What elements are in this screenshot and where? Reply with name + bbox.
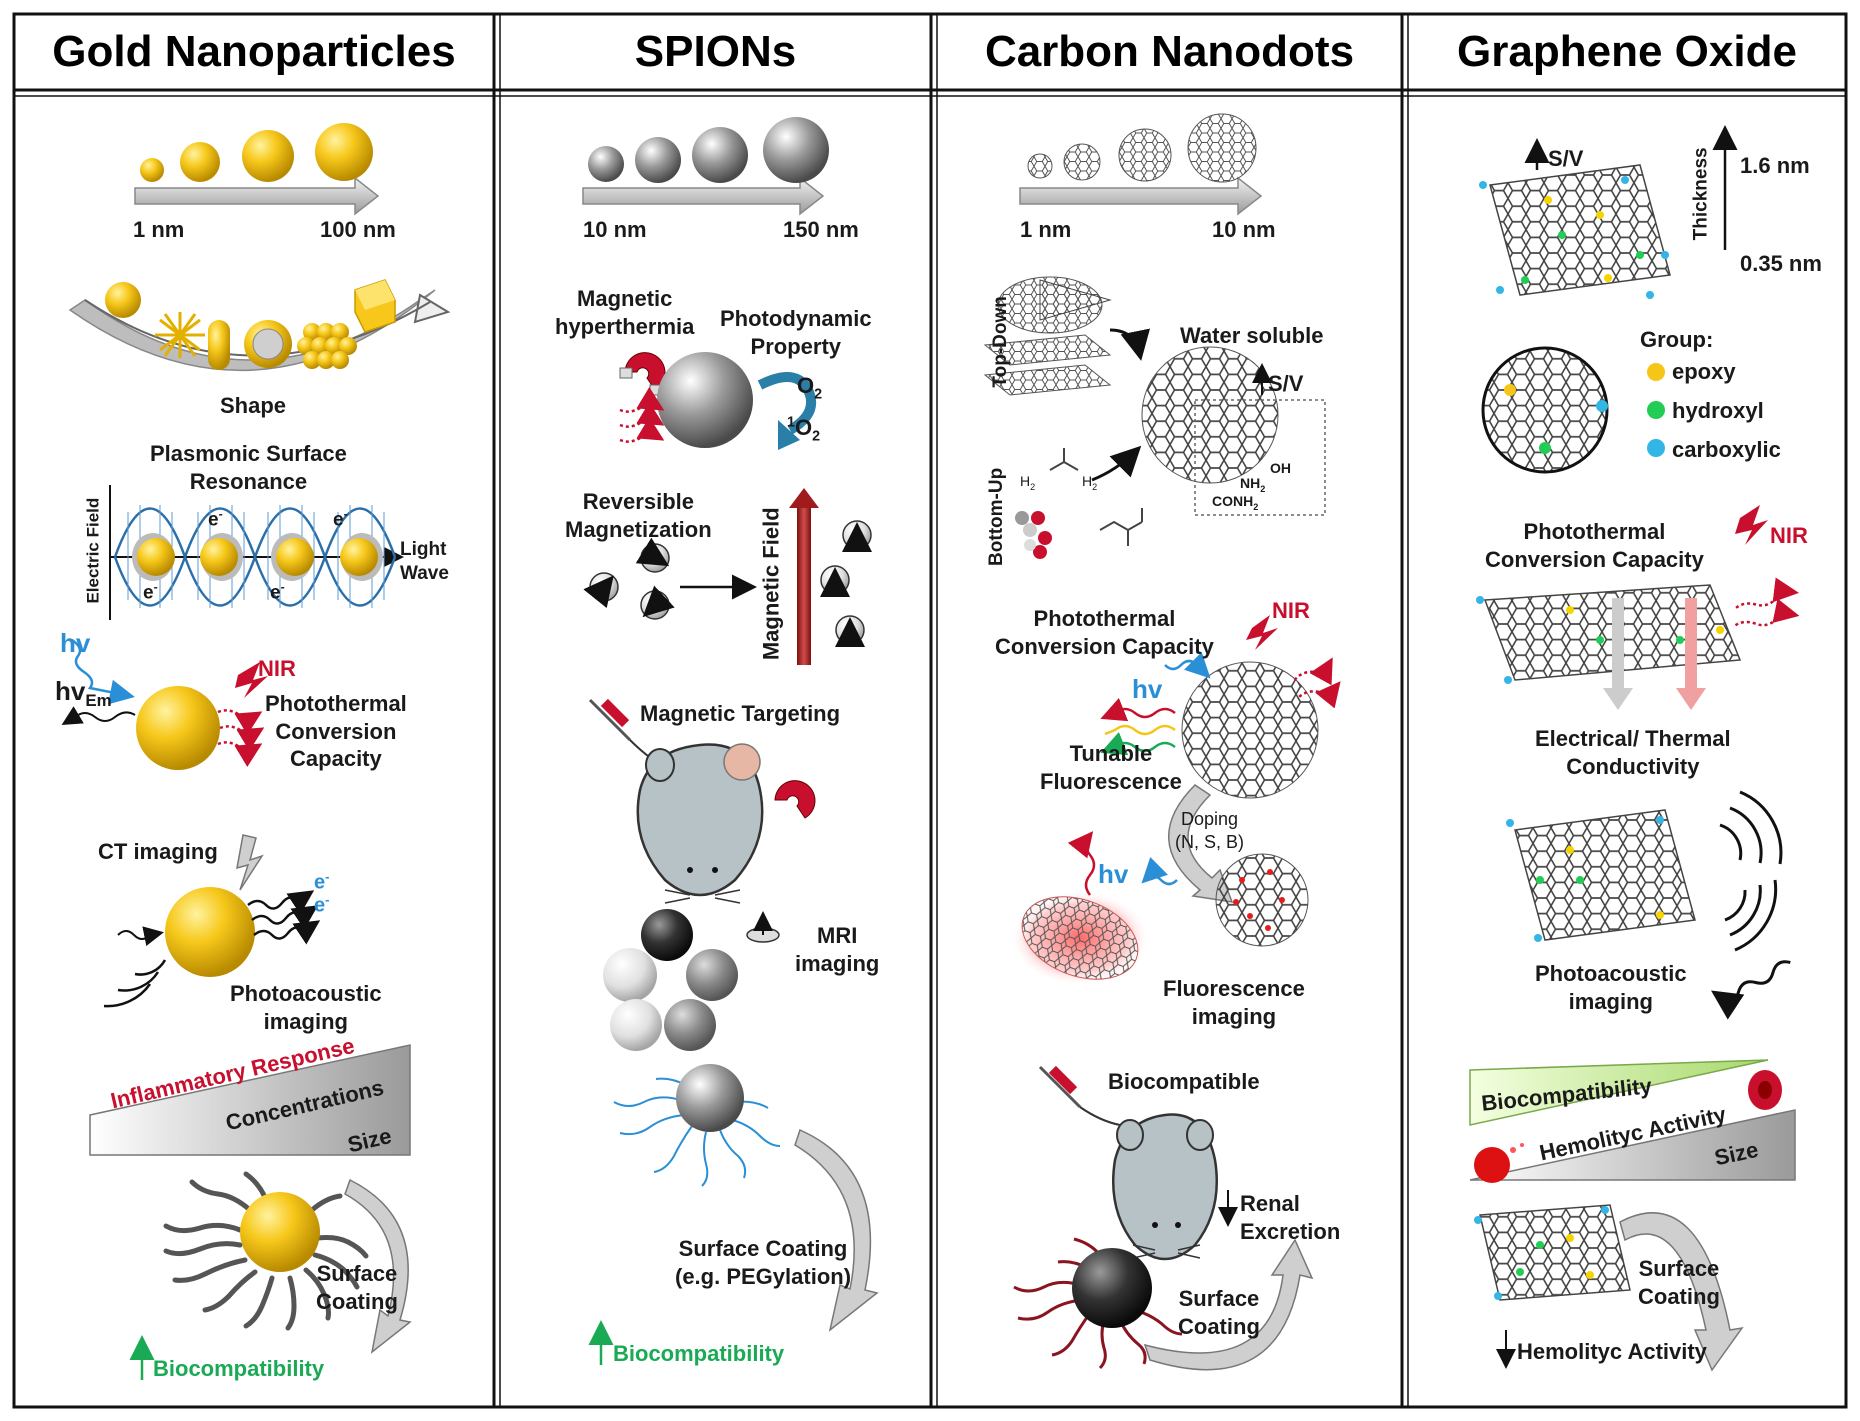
cnd-biocompatible-mouse (1038, 1065, 1238, 1261)
go-thickness-min: 0.35 nm (1740, 251, 1822, 276)
spion-size-max: 150 nm (783, 217, 859, 242)
go-photoacoustic-label: Photoacoustic imaging (1535, 961, 1687, 1014)
cnd-oh-label: OH (1270, 460, 1291, 476)
gold-psr-label: Plasmonic Surface Resonance (150, 441, 347, 494)
cnd-biocompatible-label: Biocompatible (1108, 1069, 1260, 1094)
gold-ct-electrons: e-e- (314, 869, 330, 917)
gold-size-scale (134, 123, 380, 216)
go-group-label: Group: (1640, 327, 1714, 352)
go-surface-coating-label: Surface Coating (1638, 1256, 1720, 1309)
cnd-photothermal (1100, 615, 1341, 947)
gold-wedge (89, 1044, 411, 1156)
cnd-photothermal-label: Photothermal Conversion Capacity (995, 606, 1214, 659)
cnd-top-down-label: Top-Down (989, 296, 1011, 388)
gold-photothermal-label: Photothermal Conversion Capacity (265, 691, 407, 771)
cnd-nir-label: NIR (1272, 598, 1310, 623)
spion-mouse-targeting (588, 698, 816, 904)
gold-electron-4: e- (270, 580, 285, 604)
cnd-synthesis (983, 276, 1326, 559)
spion-surface-coating-label: Surface Coating (e.g. PEGylation) (675, 1236, 852, 1289)
spion-hyperthermia-label: Magnetic hyperthermia (555, 286, 695, 339)
spion-singlet-o2-label: 1O2 (787, 414, 821, 445)
gold-ct-label: CT imaging (98, 839, 218, 864)
gold-nir-label: NIR (258, 656, 296, 681)
go-hydroxyl-label: hydroxyl (1672, 398, 1764, 423)
spion-targeting-label: Magnetic Targeting (640, 701, 841, 726)
gold-biocompat-label: Biocompatibility (153, 1356, 325, 1381)
spion-hyperthermia (619, 352, 816, 450)
gold-size-max: 100 nm (320, 217, 396, 242)
header-graphene-oxide: Graphene Oxide (1457, 27, 1797, 76)
cnd-conh2-label: CONH2 (1212, 493, 1259, 512)
cnd-renal-label: Renal Excretion (1240, 1191, 1341, 1244)
gold-photoacoustic-label: Photoacoustic imaging (230, 981, 382, 1034)
gold-shape-label: Shape (220, 393, 287, 418)
gold-hv-em-label: hvEm (55, 676, 112, 711)
spion-mri-label: MRI imaging (795, 923, 880, 976)
gold-electron-3: e- (143, 580, 158, 604)
cnd-urea-right: H2 (1082, 473, 1098, 492)
frame (12, 12, 1848, 1409)
gold-ct-photoacoustic (103, 834, 321, 1008)
go-photothermal-label: Photothermal Conversion Capacity (1485, 519, 1704, 572)
go-photothermal (1476, 505, 1800, 710)
cnd-hv-label: hv (1132, 674, 1163, 704)
header-gold: Gold Nanoparticles (52, 27, 456, 76)
gold-shapes (68, 279, 451, 372)
gold-electron-1: e- (208, 507, 223, 531)
cnd-size-min: 1 nm (1020, 217, 1072, 242)
cnd-nh2-label: NH2 (1240, 475, 1266, 494)
gold-hv-label: hv (60, 628, 91, 658)
go-sv-label: S/V (1548, 146, 1584, 171)
cnd-fluorescence-label: Fluorescence imaging (1163, 976, 1305, 1029)
spion-reversible-label: Reversible Magnetization (565, 489, 712, 542)
spion-magnetic-field-label: Magnetic Field (758, 507, 784, 661)
cnd-water-soluble-label: Water soluble (1180, 323, 1324, 348)
spion-mri-contrast (603, 909, 780, 1051)
cnd-size-max: 10 nm (1212, 217, 1276, 242)
go-group-legend (1481, 346, 1665, 474)
gold-coated-sphere (163, 1171, 412, 1354)
gold-surface-coating-label: Surface Coating (316, 1261, 398, 1314)
gold-plasmon-diagram (109, 485, 404, 620)
gold-photothermal-sphere (61, 638, 268, 770)
cnd-sv-label: S/V (1268, 371, 1304, 396)
go-carboxylic-label: carboxylic (1672, 437, 1781, 462)
spion-biocompat-label: Biocompatibility (613, 1341, 785, 1366)
cnd-hv-label-2: hv (1098, 859, 1129, 889)
header-carbon-nanodots: Carbon Nanodots (984, 27, 1355, 76)
go-photoacoustic (1506, 790, 1791, 1020)
go-hemolytic-label-2: Hemolityc Activity (1517, 1339, 1707, 1364)
cnd-surface-coating-label: Surface Coating (1178, 1286, 1260, 1339)
gold-light-wave-label: Light Wave (400, 539, 449, 584)
go-thickness-max: 1.6 nm (1740, 153, 1810, 178)
cnd-urea-left: H2 (1020, 473, 1036, 492)
go-epoxy-label: epoxy (1672, 359, 1736, 384)
gold-size-min: 1 nm (133, 217, 185, 242)
go-conductivity-label: Electrical/ Thermal Conductivity (1535, 726, 1731, 779)
spion-o2-label: O2 (797, 373, 823, 403)
spion-photodynamic-label: Photodynamic Property (720, 306, 872, 359)
spion-magnetization (583, 488, 872, 665)
cnd-fluorescence (1010, 831, 1178, 986)
cnd-doping-label: Doping (N, S, B) (1175, 809, 1245, 852)
cnd-size-scale (1019, 113, 1263, 216)
cnd-bottom-up-label: Bottom-Up (986, 467, 1008, 566)
spion-coated-sphere (613, 1064, 879, 1332)
go-sheet-top (1479, 125, 1738, 299)
cnd-coated-sphere (1013, 1237, 1314, 1371)
gold-electron-2: e- (333, 507, 348, 531)
spion-size-min: 10 nm (583, 217, 647, 242)
gold-electric-field-label: Electric Field (83, 497, 103, 604)
header-spions: SPIONs (634, 27, 797, 76)
spion-size-scale (582, 117, 829, 216)
go-wedges (1469, 1059, 1796, 1183)
go-nir-label: NIR (1770, 523, 1808, 548)
go-coated-sheet (1474, 1204, 1744, 1372)
cnd-tunable-label: Tunable Fluorescence (1040, 741, 1182, 794)
go-thickness-label: Thickness (1690, 147, 1712, 241)
